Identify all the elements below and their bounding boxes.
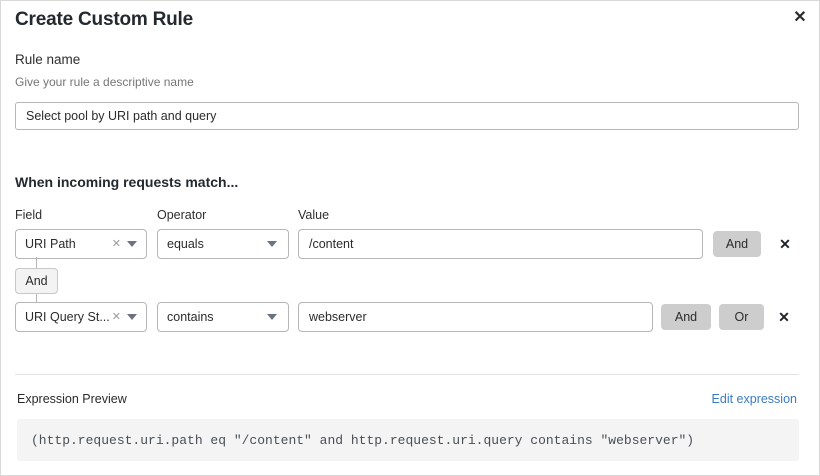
field-select-1-label: URI Path — [25, 237, 76, 251]
chevron-down-icon[interactable] — [127, 241, 137, 247]
condition-row: URI Path ✕ equals And ✕ — [1, 229, 819, 259]
rule-name-input[interactable] — [15, 102, 799, 130]
column-header-value: Value — [298, 208, 330, 222]
rule-name-help-text: Give your rule a descriptive name — [15, 75, 194, 89]
value-input-2[interactable] — [298, 302, 653, 332]
and-button-2[interactable]: And — [661, 304, 711, 330]
dialog-title: Create Custom Rule — [15, 9, 193, 30]
clear-icon[interactable]: ✕ — [111, 237, 121, 250]
delete-icon[interactable]: ✕ — [779, 235, 791, 252]
operator-select-1-label: equals — [167, 237, 204, 251]
operator-select-2-label: contains — [167, 310, 214, 324]
value-input-1[interactable] — [298, 229, 703, 259]
condition-row: URI Query St... ✕ contains And Or ✕ — [1, 302, 819, 332]
delete-icon[interactable]: ✕ — [778, 308, 790, 325]
column-header-field: Field — [15, 208, 43, 222]
row-connector: And — [1, 257, 121, 305]
match-section-heading: When incoming requests match... — [15, 174, 239, 190]
or-button-2[interactable]: Or — [719, 304, 764, 330]
connector-line-bottom — [36, 294, 37, 305]
connector-and-chip[interactable]: And — [15, 268, 58, 294]
and-button-1[interactable]: And — [713, 231, 761, 257]
field-select-2-label: URI Query St... — [25, 310, 110, 324]
close-icon[interactable]: ✕ — [793, 9, 807, 26]
chevron-down-icon[interactable] — [267, 241, 277, 247]
chevron-down-icon[interactable] — [127, 314, 137, 320]
field-select-2[interactable]: URI Query St... ✕ — [15, 302, 147, 332]
operator-select-1[interactable]: equals — [157, 229, 289, 259]
operator-select-2[interactable]: contains — [157, 302, 289, 332]
clear-icon[interactable]: ✕ — [111, 310, 121, 323]
expression-preview-text: (http.request.uri.path eq "/content" and… — [31, 432, 695, 448]
edit-expression-link[interactable]: Edit expression — [711, 392, 797, 406]
chevron-down-icon[interactable] — [267, 314, 277, 320]
section-divider — [15, 374, 799, 375]
column-header-operator: Operator — [157, 208, 207, 222]
connector-line-top — [36, 257, 37, 268]
field-select-1[interactable]: URI Path ✕ — [15, 229, 147, 259]
rule-name-label: Rule name — [15, 52, 81, 67]
expression-preview-box: (http.request.uri.path eq "/content" and… — [17, 419, 799, 461]
expression-preview-label: Expression Preview — [17, 392, 127, 406]
